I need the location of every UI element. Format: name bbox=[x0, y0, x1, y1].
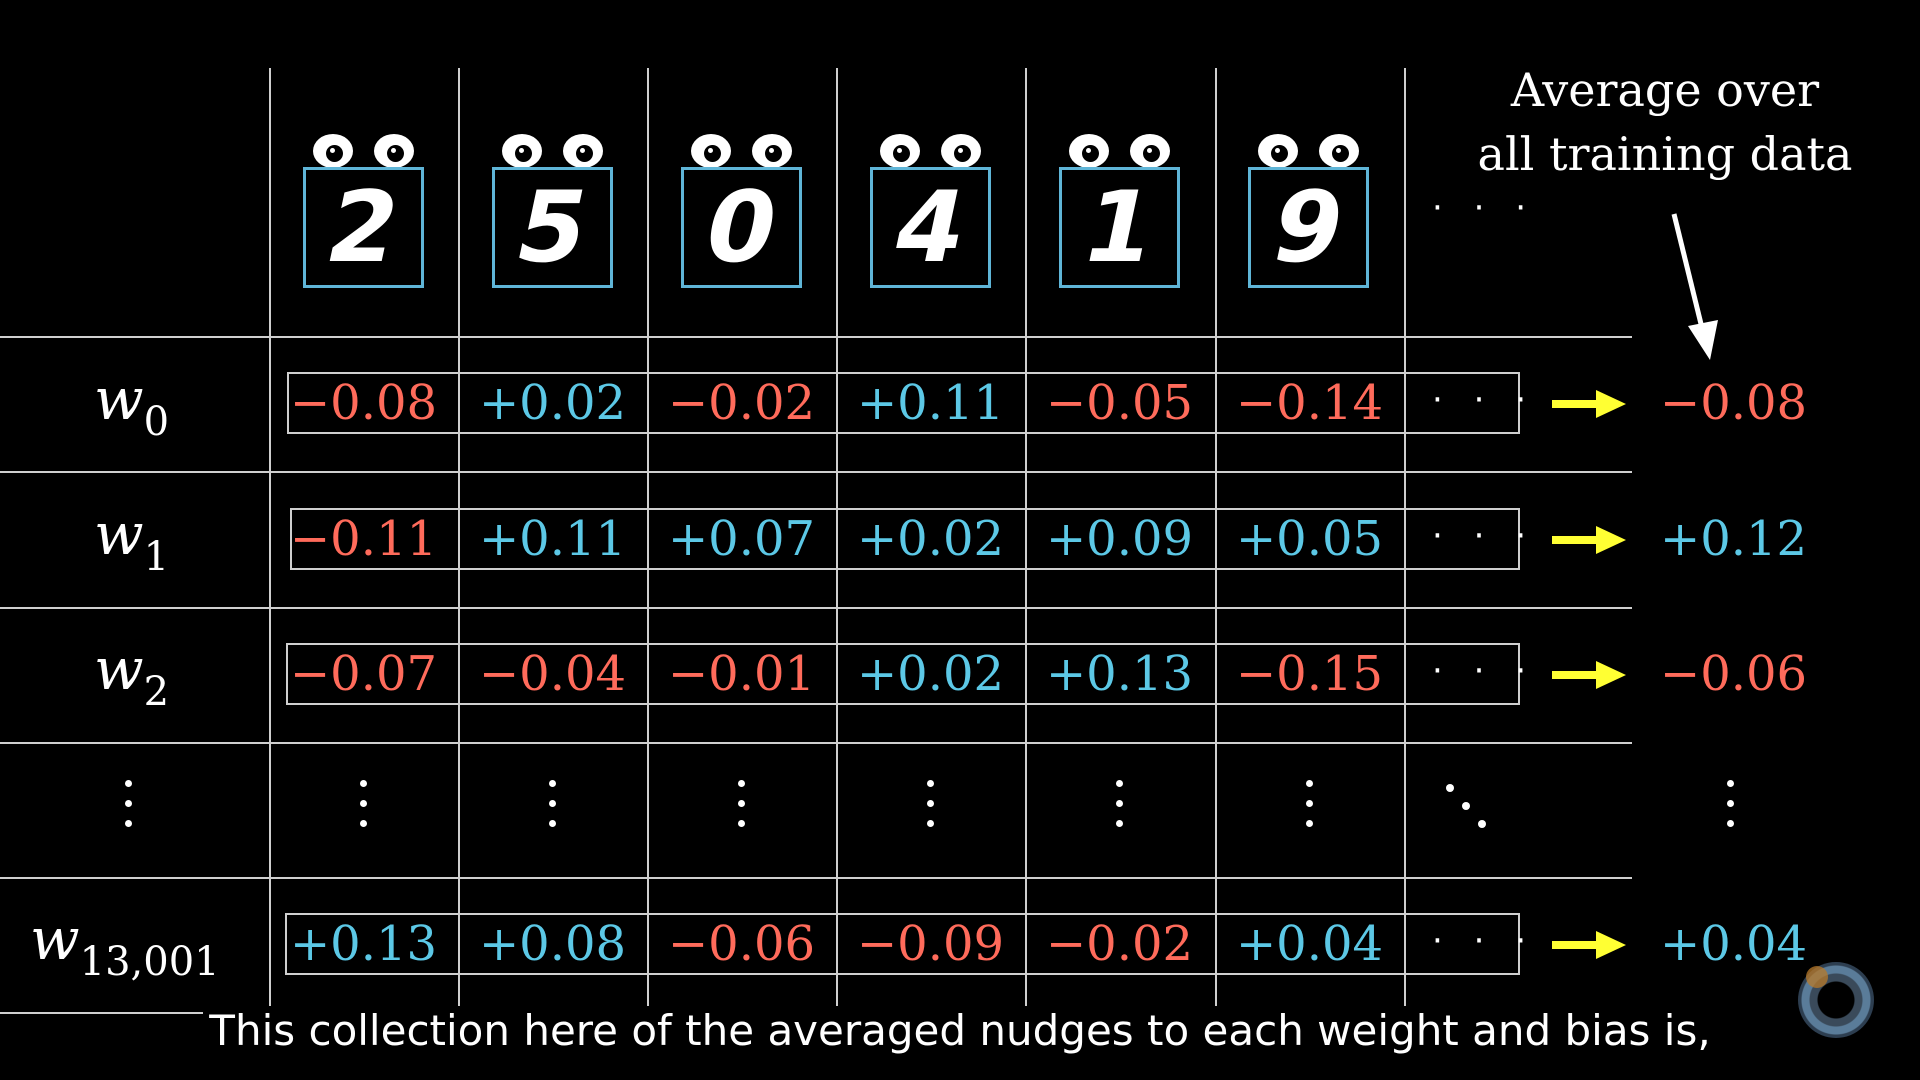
nudge-value: +0.04 bbox=[1235, 916, 1384, 972]
digit-card: 4 bbox=[870, 167, 991, 288]
average-value: +0.12 bbox=[1660, 511, 1808, 567]
vertical-ellipsis bbox=[549, 780, 559, 840]
nudge-value: −0.02 bbox=[1045, 916, 1194, 972]
nudge-value: −0.14 bbox=[1235, 375, 1384, 431]
nudge-value: +0.13 bbox=[1045, 646, 1194, 702]
nudge-value: −0.06 bbox=[667, 916, 816, 972]
vertical-ellipsis bbox=[738, 780, 748, 840]
digit-label: 4 bbox=[884, 170, 977, 285]
weight-label: w13,001 bbox=[30, 905, 220, 985]
weight-label: w2 bbox=[94, 635, 170, 715]
vertical-ellipsis bbox=[1116, 780, 1126, 840]
subtitle-caption: This collection here of the averaged nud… bbox=[0, 1003, 1920, 1059]
vertical-ellipsis bbox=[927, 780, 937, 840]
right-arrow-icon bbox=[1552, 390, 1626, 418]
nudge-value: −0.02 bbox=[667, 375, 816, 431]
nudge-value: +0.13 bbox=[289, 916, 438, 972]
grid-hline bbox=[0, 742, 1632, 744]
grid-hline bbox=[0, 336, 1632, 338]
eye-icon bbox=[502, 134, 542, 168]
nudge-value: −0.08 bbox=[289, 375, 438, 431]
eye-icon bbox=[374, 134, 414, 168]
eyeball-icon bbox=[1798, 962, 1874, 1038]
nudge-value: −0.07 bbox=[289, 646, 438, 702]
grid-vline bbox=[647, 68, 649, 1010]
nudge-value: −0.11 bbox=[289, 511, 438, 567]
down-arrow-icon bbox=[1671, 213, 1718, 360]
grid-hline bbox=[0, 607, 1632, 609]
nudge-value: +0.02 bbox=[478, 375, 627, 431]
grid-vline bbox=[269, 68, 271, 1010]
right-arrow-icon bbox=[1552, 526, 1626, 554]
nudge-value: +0.05 bbox=[1235, 511, 1384, 567]
nudge-value: +0.02 bbox=[856, 646, 1005, 702]
diagonal-ellipsis bbox=[1446, 784, 1486, 828]
nudge-value: +0.02 bbox=[856, 511, 1005, 567]
nudge-value: +0.08 bbox=[478, 916, 627, 972]
row-ellipsis: · · · bbox=[1432, 921, 1537, 961]
digit-card: 9 bbox=[1248, 167, 1369, 288]
eye-icon bbox=[752, 134, 792, 168]
digit-label: 9 bbox=[1262, 170, 1355, 285]
eye-icon bbox=[563, 134, 603, 168]
grid-hline bbox=[0, 471, 1632, 473]
digit-label: 1 bbox=[1073, 170, 1166, 285]
row-ellipsis: · · · bbox=[1432, 651, 1537, 691]
weight-label: w1 bbox=[94, 500, 170, 580]
right-arrow-icon bbox=[1552, 931, 1626, 959]
note-line-1: Average over bbox=[1510, 63, 1820, 117]
row-ellipsis: · · · bbox=[1432, 380, 1537, 420]
eye-icon bbox=[1319, 134, 1359, 168]
digit-card: 2 bbox=[303, 167, 424, 288]
average-value: −0.06 bbox=[1660, 646, 1808, 702]
eye-icon bbox=[941, 134, 981, 168]
vertical-ellipsis bbox=[360, 780, 370, 840]
nudge-value: +0.11 bbox=[478, 511, 627, 567]
digit-label: 5 bbox=[506, 170, 599, 285]
grid-vline bbox=[836, 68, 838, 1010]
digit-card: 0 bbox=[681, 167, 802, 288]
row-box bbox=[286, 643, 1520, 705]
eye-icon bbox=[880, 134, 920, 168]
digit-card: 5 bbox=[492, 167, 613, 288]
digit-label: 0 bbox=[695, 170, 788, 285]
row-box bbox=[290, 508, 1520, 570]
right-arrow-icon bbox=[1552, 661, 1626, 689]
eye-icon bbox=[313, 134, 353, 168]
grid-vline bbox=[1025, 68, 1027, 1010]
digit-card: 1 bbox=[1059, 167, 1180, 288]
note-line-2: all training data bbox=[1477, 127, 1853, 181]
eye-icon bbox=[1258, 134, 1298, 168]
nudge-value: −0.04 bbox=[478, 646, 627, 702]
row-ellipsis: · · · bbox=[1432, 516, 1537, 556]
weight-label: w0 bbox=[94, 365, 170, 445]
eye-icon bbox=[1069, 134, 1109, 168]
header-ellipsis: · · · bbox=[1432, 188, 1537, 228]
grid-hline bbox=[0, 877, 1632, 879]
eye-icon bbox=[691, 134, 731, 168]
nudge-value: +0.11 bbox=[856, 375, 1005, 431]
vertical-ellipsis bbox=[1306, 780, 1316, 840]
digit-label: 2 bbox=[317, 170, 410, 285]
row-box bbox=[285, 913, 1520, 975]
grid-vline bbox=[1215, 68, 1217, 1010]
row-box bbox=[287, 372, 1520, 434]
grid-vline bbox=[458, 68, 460, 1010]
nudge-value: −0.05 bbox=[1045, 375, 1194, 431]
nudge-value: +0.07 bbox=[667, 511, 816, 567]
nudge-value: −0.15 bbox=[1235, 646, 1384, 702]
nudge-value: −0.09 bbox=[856, 916, 1005, 972]
average-value: −0.08 bbox=[1660, 375, 1808, 431]
vertical-ellipsis bbox=[125, 780, 135, 840]
grid-vline bbox=[1404, 68, 1406, 1010]
nudge-value: −0.01 bbox=[667, 646, 816, 702]
average-value: +0.04 bbox=[1660, 916, 1808, 972]
vertical-ellipsis bbox=[1727, 780, 1737, 840]
eye-icon bbox=[1130, 134, 1170, 168]
nudge-value: +0.09 bbox=[1045, 511, 1194, 567]
average-note: Average over all training data bbox=[1460, 58, 1870, 186]
